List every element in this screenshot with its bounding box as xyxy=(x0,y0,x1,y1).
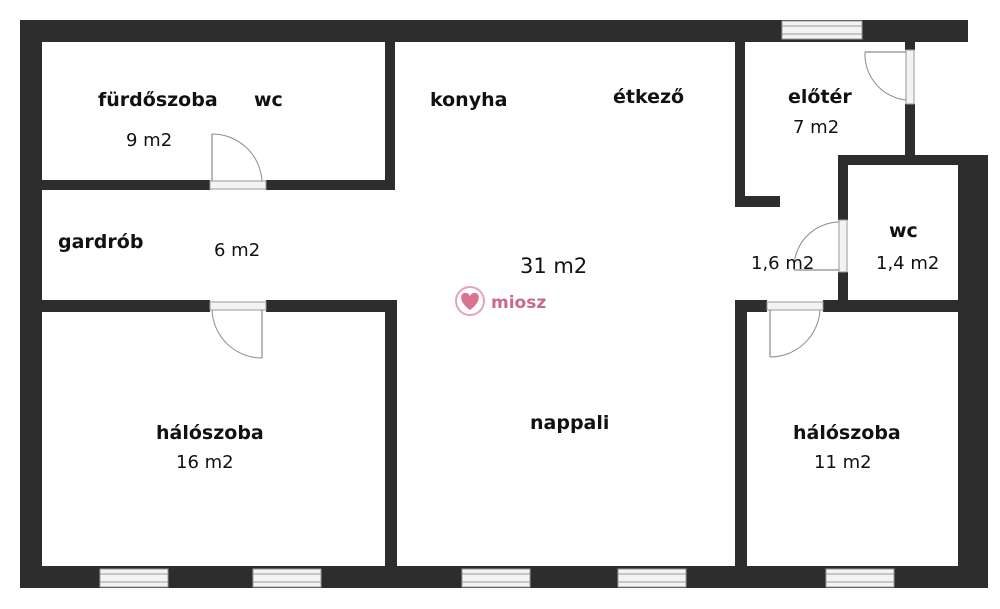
outer-wall-right-step xyxy=(838,155,968,165)
wall-eloter-stub xyxy=(735,196,780,207)
label-halo-right: hálószoba xyxy=(793,422,901,444)
window-top-right xyxy=(781,20,863,40)
area-furdoszoba: 9 m2 xyxy=(126,130,172,151)
door-entrance[interactable] xyxy=(864,49,916,105)
outer-wall-right xyxy=(958,155,988,588)
wall-bathroom-right xyxy=(385,42,395,190)
label-gardrob: gardrób xyxy=(58,231,143,253)
wall-right-bedroom-left xyxy=(735,300,747,568)
label-eloter: előtér xyxy=(788,86,852,108)
door-left-bedroom[interactable] xyxy=(209,299,267,359)
watermark: miosz xyxy=(455,286,546,316)
area-main: 31 m2 xyxy=(520,254,587,278)
label-wc-upper: wc xyxy=(254,89,283,111)
area-halo-left: 16 m2 xyxy=(176,452,234,473)
label-halo-left: hálószoba xyxy=(156,422,264,444)
door-right-bedroom[interactable] xyxy=(766,299,824,358)
windows xyxy=(99,20,895,588)
watermark-heart-icon xyxy=(455,286,485,316)
area-hall: 1,6 m2 xyxy=(751,253,814,274)
window-bottom-2 xyxy=(252,568,322,588)
area-wc-right: 1,4 m2 xyxy=(876,253,939,274)
watermark-text: miosz xyxy=(491,293,546,313)
label-etkezo: étkező xyxy=(613,86,684,108)
door-bathroom[interactable] xyxy=(209,133,267,191)
area-eloter: 7 m2 xyxy=(793,117,839,138)
window-bottom-1 xyxy=(99,568,169,588)
wall-left-bedroom-right xyxy=(385,300,397,568)
area-gardrob: 6 m2 xyxy=(214,240,260,261)
door-wc[interactable] xyxy=(793,219,849,273)
label-furdoszoba: fürdőszoba xyxy=(98,89,218,111)
doors xyxy=(209,49,916,359)
window-bottom-4 xyxy=(617,568,687,588)
outer-wall-left xyxy=(20,20,42,588)
label-wc-right: wc xyxy=(889,220,918,242)
window-bottom-3 xyxy=(461,568,531,588)
outer-wall-top xyxy=(20,20,968,42)
wall-eloter-left xyxy=(735,42,745,207)
label-nappali: nappali xyxy=(530,412,609,434)
area-halo-right: 11 m2 xyxy=(814,452,872,473)
label-konyha: konyha xyxy=(430,89,507,111)
room-labels: fürdőszoba wc 9 m2 konyha étkező előtér … xyxy=(58,86,939,473)
window-bottom-5 xyxy=(825,568,895,588)
